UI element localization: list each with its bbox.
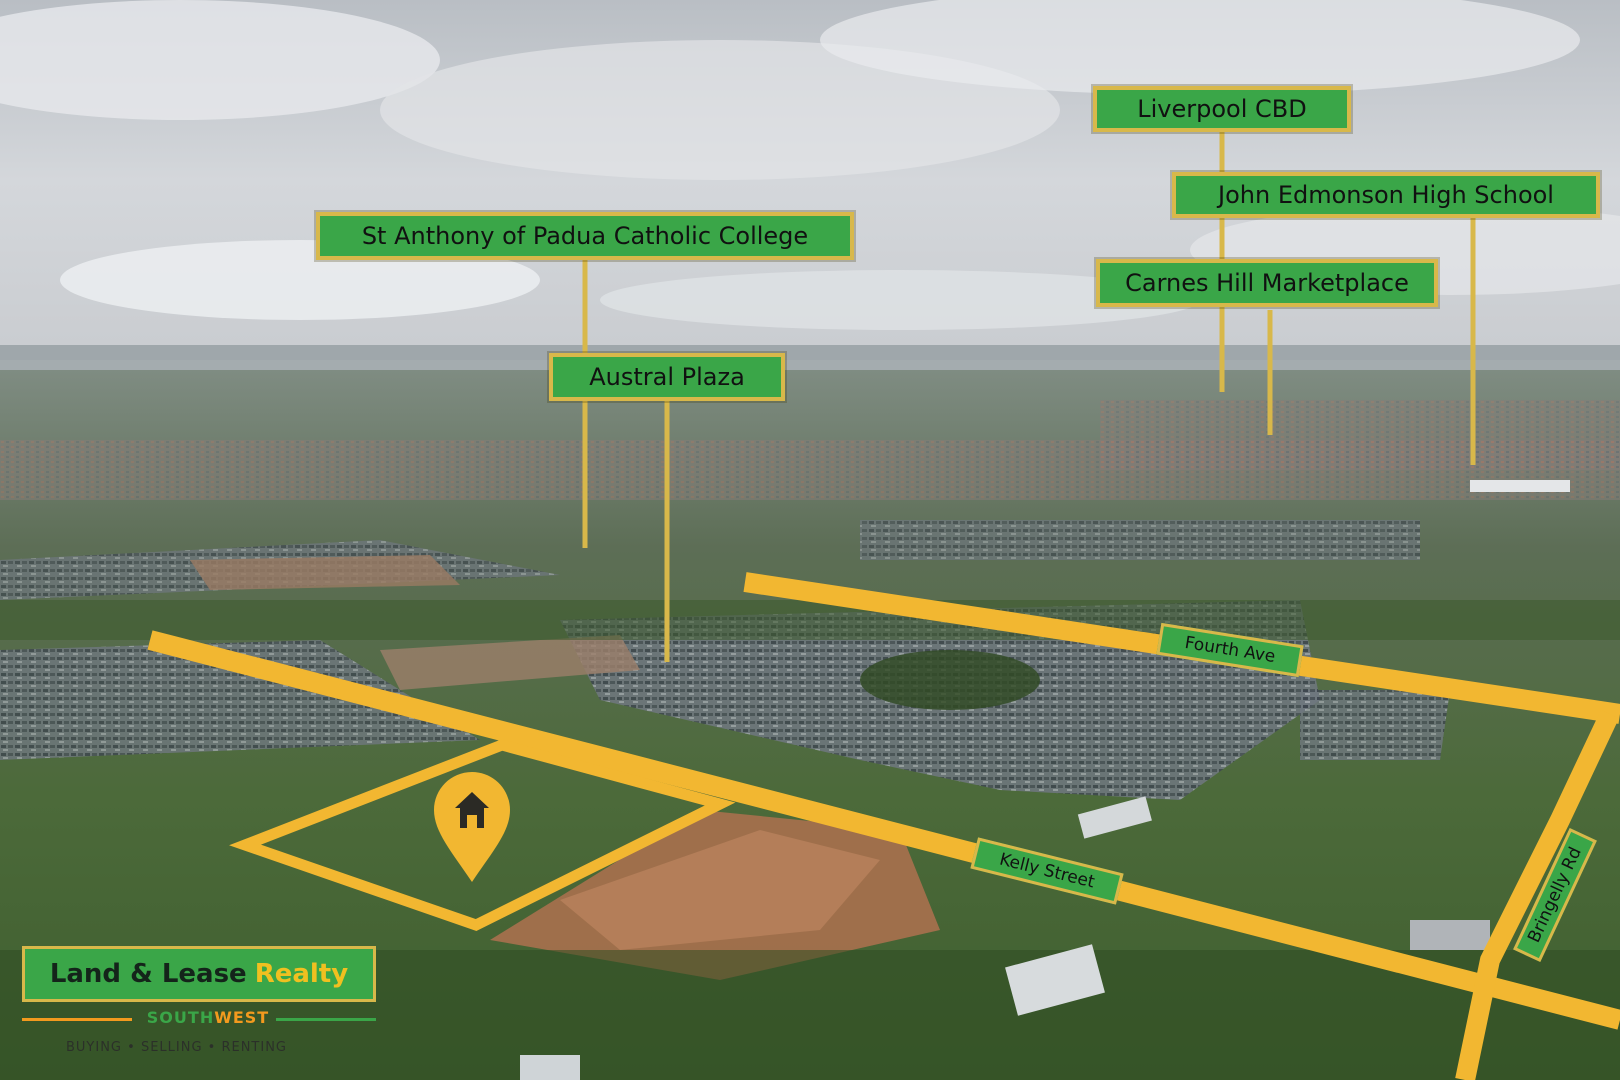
logo-divider-right — [276, 1018, 376, 1021]
house-location-pin-icon — [434, 772, 510, 882]
logo-name-main: Land & Lease — [49, 959, 247, 989]
brand-logo: Land & Lease Realty — [22, 946, 376, 1002]
logo-subtitle: SOUTHWEST — [22, 1008, 376, 1030]
label-st-anthony-of-padua-catholic-college: St Anthony of Padua Catholic College — [316, 212, 854, 260]
label-austral-plaza: Austral Plaza — [549, 353, 785, 401]
logo-name-accent: Realty — [254, 959, 349, 989]
logo-region-part1: SOUTH — [146, 1008, 215, 1027]
logo-region-part2: WEST — [214, 1008, 270, 1027]
label-carnes-hill-marketplace: Carnes Hill Marketplace — [1096, 259, 1438, 307]
label-liverpool-cbd: Liverpool CBD — [1093, 86, 1351, 132]
logo-divider-left — [22, 1018, 132, 1021]
logo-region: SOUTHWEST — [140, 1008, 276, 1027]
label-john-edmonson-high-school: John Edmonson High School — [1172, 172, 1600, 218]
logo-tagline: BUYING • SELLING • RENTING — [66, 1040, 287, 1055]
